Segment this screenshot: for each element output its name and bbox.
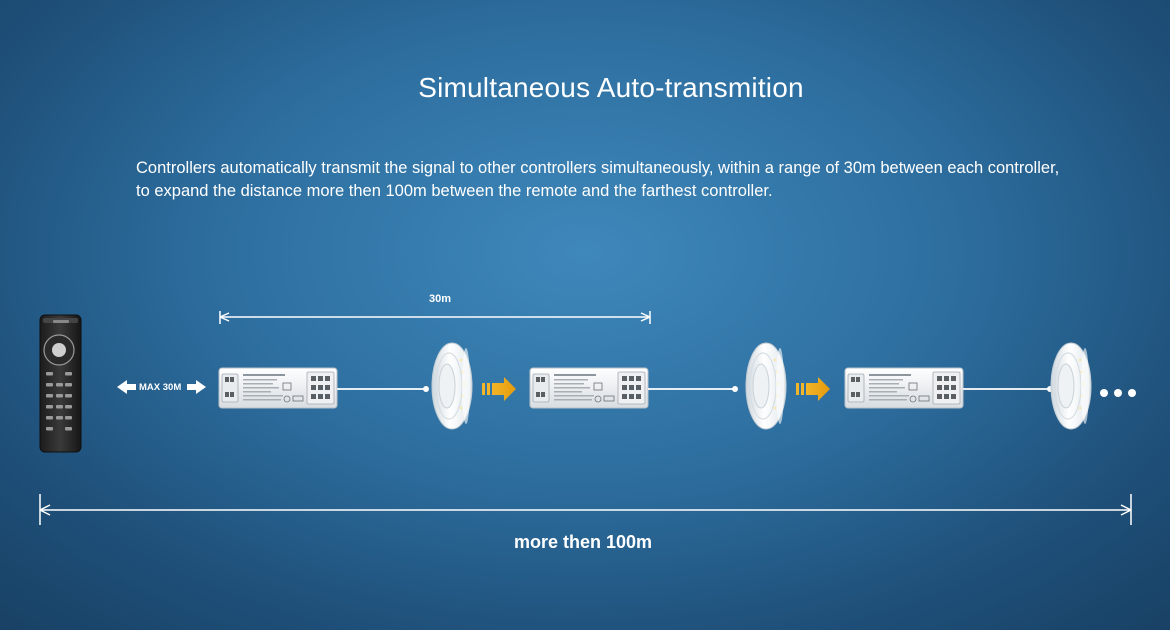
description: Controllers automatically transmit the s…: [136, 157, 1156, 203]
description-line-1: Controllers automatically transmit the s…: [136, 159, 1060, 177]
led-strip-reel-2: [745, 342, 787, 430]
led-strip-reel-1: [431, 342, 473, 430]
controller-3: [844, 367, 964, 409]
led-strip-reel-3: [1050, 342, 1092, 430]
span-dimension-line: [219, 311, 651, 324]
page-title: Simultaneous Auto-transmition: [418, 72, 804, 103]
total-distance-label: more then 100m: [513, 532, 653, 552]
range-arrow-left-head: [117, 380, 136, 394]
total-dimension-line: [39, 494, 1132, 525]
signal-arrow-2: [796, 377, 830, 401]
connector-1: [423, 386, 429, 392]
signal-arrow-1: [482, 377, 516, 401]
connector-2: [732, 386, 738, 392]
continuation-dots: [1100, 389, 1136, 397]
max-range-label: MAX 30M: [139, 382, 182, 393]
span-label: 30m: [428, 293, 452, 305]
controller-2: [529, 367, 649, 409]
range-arrow-right-head: [187, 380, 206, 394]
range-arrow: [117, 380, 206, 394]
description-line-2: to expand the distance more then 100m be…: [136, 182, 773, 200]
controller-1: [218, 367, 338, 409]
remote-control: [39, 314, 82, 453]
